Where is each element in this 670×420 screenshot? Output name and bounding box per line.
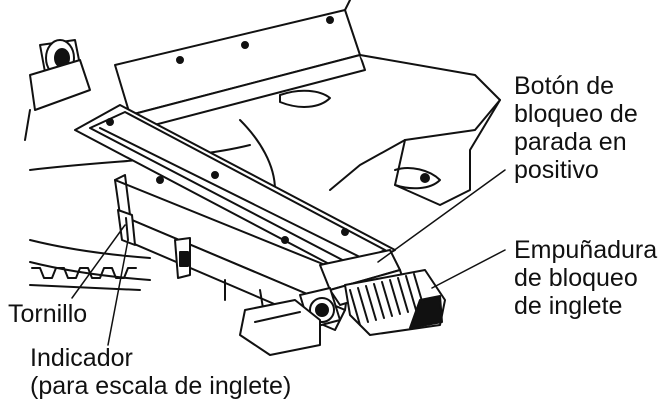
leader-screw (71, 224, 126, 299)
indicator-pointer (117, 209, 136, 246)
leader-miter-handle (431, 249, 506, 289)
label-line: positivo (514, 156, 599, 184)
label-line: (para escala de inglete) (30, 372, 292, 400)
label-line: Empuñadura (514, 236, 658, 264)
label-line: de bloqueo (514, 264, 638, 292)
leader-indicator (107, 239, 129, 346)
leader-lock-button (377, 169, 506, 263)
saw-upper-body (114, 0, 501, 206)
label-line: bloqueo de (514, 100, 638, 128)
label-line: parada en (514, 128, 627, 156)
label-line: de inglete (514, 292, 623, 320)
label-miter-lock-handle: Empuñadura de bloqueo de inglete (514, 236, 657, 320)
miter-scale (31, 267, 137, 279)
label-line: Indicador (30, 344, 133, 372)
label-positive-stop-lock-button: Botón de bloqueo de parada en positivo (514, 72, 638, 184)
miter-lock-handle (344, 269, 446, 336)
label-screw: Tornillo (8, 300, 87, 328)
label-line: Tornillo (8, 300, 88, 328)
label-line: Botón de (514, 72, 615, 100)
bevel-knob (24, 39, 91, 141)
label-indicator: Indicador (para escala de inglete) (30, 344, 291, 400)
leader-lines (71, 169, 506, 346)
